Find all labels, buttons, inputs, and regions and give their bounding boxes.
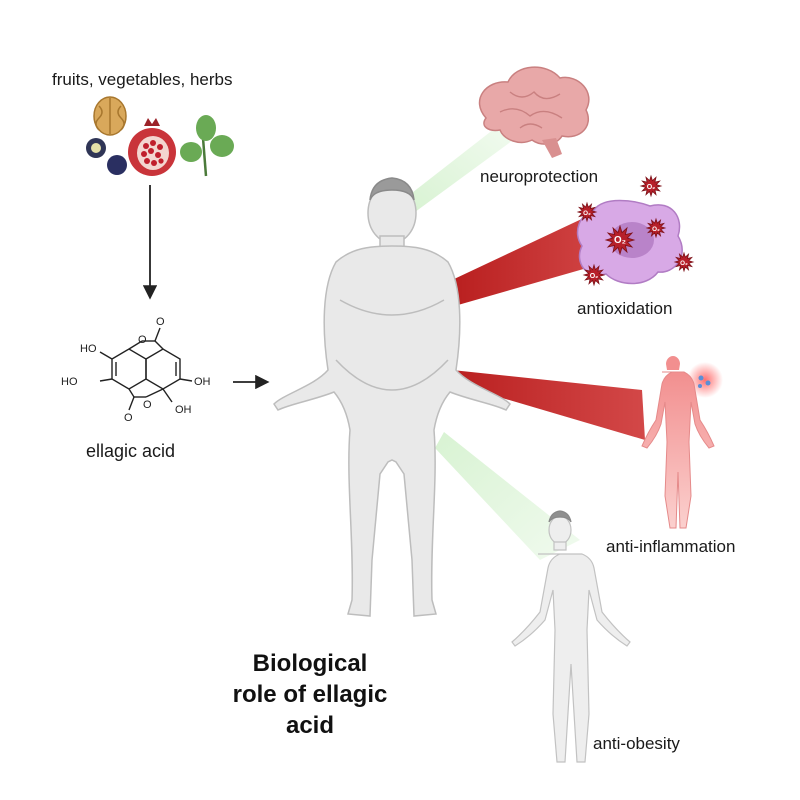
anti-inflammation-beam <box>448 370 645 440</box>
group-ho-left: HO <box>61 376 78 388</box>
ros-star-icon <box>582 263 606 287</box>
ros-star-label: O₂ <box>680 260 688 267</box>
inflamed-human-figure <box>641 356 723 529</box>
diagram-title: Biological role of ellagic acid <box>232 650 388 739</box>
molecule-groups: HO HO OH OH O O O O <box>61 316 211 424</box>
food-sources-label: fruits, vegetables, herbs <box>52 70 233 89</box>
group-oh-bottom: OH <box>175 404 192 416</box>
anti-inflammation-label: anti-inflammation <box>606 537 736 556</box>
ros-star-label: O₂ <box>583 210 591 217</box>
walnut-icon <box>93 96 127 136</box>
ros-star-label: O₂ <box>614 235 626 246</box>
carbonyl-o-top: O <box>156 316 165 328</box>
food-sources-icons <box>86 96 234 177</box>
ros-star-icon <box>604 224 636 256</box>
ring-o-top: O <box>138 334 147 346</box>
slim-human-figure <box>511 510 631 763</box>
grape-icon <box>86 138 127 175</box>
anti-obesity-beam <box>435 432 580 560</box>
ros-star-label: O₂ <box>652 226 660 233</box>
obese-human-figure <box>273 177 511 617</box>
ros-stars: O₂ O₂ O₂ O₂ O₂ O₂ <box>576 174 695 287</box>
ros-star-icon <box>576 201 598 223</box>
ros-star-icon <box>645 217 667 239</box>
brain-icon <box>478 66 590 158</box>
pomegranate-icon <box>128 118 176 176</box>
group-oh-right: OH <box>194 376 211 388</box>
antioxidation-beam <box>452 208 615 305</box>
carbonyl-o-bottom: O <box>124 412 133 424</box>
herb-leaves-icon <box>180 115 234 177</box>
group-ho-top: HO <box>80 343 97 355</box>
anti-obesity-label: anti-obesity <box>593 734 680 753</box>
antioxidation-label: antioxidation <box>577 299 673 318</box>
ros-star-icon <box>673 251 695 273</box>
ellagic-acid-structure <box>99 327 193 411</box>
neuroprotection-label: neuroprotection <box>480 167 599 186</box>
ros-star-label: O₂ <box>647 184 656 191</box>
ring-o-bottom: O <box>143 399 152 411</box>
effect-beams <box>408 122 645 560</box>
compound-name-label: ellagic acid <box>86 441 176 461</box>
ros-star-label: O₂ <box>590 273 599 280</box>
ros-star-icon <box>639 174 663 198</box>
neuroprotection-beam <box>408 122 520 212</box>
